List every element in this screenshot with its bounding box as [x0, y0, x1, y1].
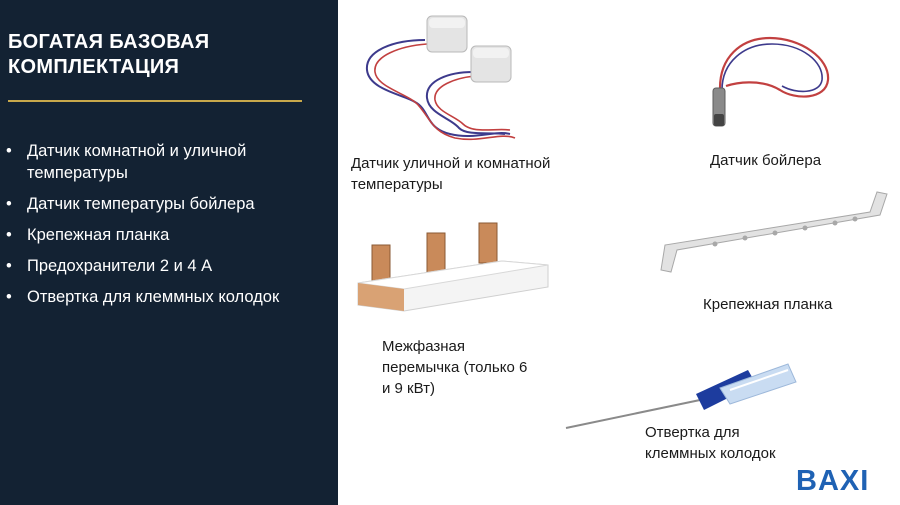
- boiler-sensor-caption: Датчик бойлера: [710, 150, 821, 171]
- caption-text: Крепежная планка: [703, 296, 833, 313]
- feature-item-text: Датчик температуры бойлера: [27, 195, 255, 213]
- boiler-sensor-image: [712, 36, 830, 127]
- title-divider: [8, 100, 302, 102]
- phase-bridge-caption: Межфазная перемычка (только 6 и 9 кВт): [382, 336, 527, 399]
- feature-item: Предохранители 2 и 4 А: [0, 255, 330, 277]
- feature-item-text: Предохранители 2 и 4 А: [27, 257, 213, 275]
- caption-text: перемычка (только 6: [382, 359, 528, 376]
- feature-item-text: Крепежная планка: [27, 226, 170, 244]
- caption-text: Отвертка для: [645, 424, 740, 441]
- caption-text: температуры: [351, 176, 443, 193]
- caption-text: Датчик бойлера: [710, 152, 822, 169]
- caption-text: Датчик уличной и комнатной: [351, 155, 551, 172]
- caption-text: клеммных колодок: [645, 445, 776, 462]
- slide-title-line-1: БОГАТАЯ БАЗОВАЯ: [8, 31, 210, 53]
- feature-item-text: Датчик комнатной и уличной: [27, 142, 247, 160]
- sensors-caption: Датчик уличной и комнатной температуры: [351, 153, 550, 195]
- feature-item-text: температуры: [27, 164, 128, 182]
- caption-text: Межфазная: [382, 338, 466, 355]
- temperature-sensors-image: [365, 15, 516, 141]
- screwdriver-image: [565, 363, 797, 429]
- feature-item: Датчик температуры бойлера: [0, 193, 330, 215]
- phase-bridge-image: [357, 222, 549, 312]
- left-panel: БОГАТАЯ БАЗОВАЯ КОМПЛЕКТАЦИЯ Датчик комн…: [0, 0, 338, 505]
- slide-title-line-2: КОМПЛЕКТАЦИЯ: [8, 56, 180, 78]
- bracket-caption: Крепежная планка: [703, 294, 832, 315]
- feature-item: Датчик комнатной и уличной температуры: [0, 140, 330, 184]
- baxi-logo: BAXI: [796, 465, 870, 497]
- caption-text: и 9 кВт): [382, 380, 435, 397]
- slide-title: БОГАТАЯ БАЗОВАЯ КОМПЛЕКТАЦИЯ: [8, 30, 209, 80]
- feature-list: Датчик комнатной и уличной температуры Д…: [0, 140, 330, 317]
- mounting-bracket-image: [660, 191, 888, 273]
- feature-item: Крепежная планка: [0, 224, 330, 246]
- feature-item-text: Отвертка для клеммных колодок: [27, 288, 280, 306]
- feature-item: Отвертка для клеммных колодок: [0, 286, 330, 308]
- screwdriver-caption: Отвертка для клеммных колодок: [645, 422, 776, 464]
